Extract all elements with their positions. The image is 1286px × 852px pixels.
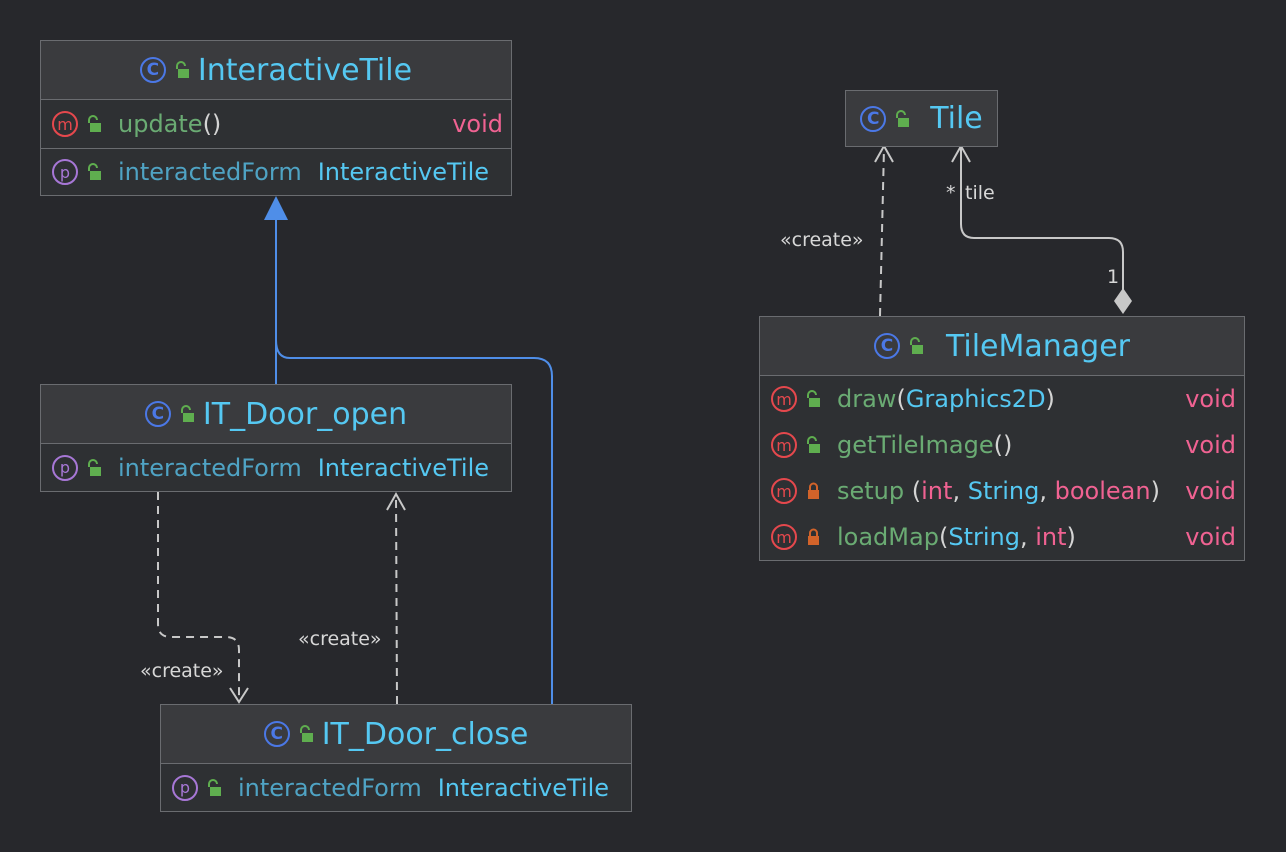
param-type: int bbox=[921, 477, 953, 505]
field-name: interactedForm bbox=[238, 773, 422, 802]
method-name: getTileImage bbox=[837, 431, 994, 459]
class-header: C InteractiveTile bbox=[41, 41, 511, 100]
manager-multiplicity: 1 bbox=[1107, 266, 1120, 288]
class-it-door-open[interactable]: C IT_Door_open p interactedForm Interact… bbox=[40, 384, 512, 492]
open-paren: ( bbox=[938, 523, 949, 551]
public-visibility-icon bbox=[807, 436, 820, 453]
create-label-close-to-open: «create» bbox=[298, 628, 382, 650]
return-type: void bbox=[452, 110, 503, 138]
field-type: InteractiveTile bbox=[437, 773, 610, 802]
create-label-tile: «create» bbox=[780, 229, 864, 251]
field-type: InteractiveTile bbox=[317, 453, 490, 482]
class-header: C Tile bbox=[846, 91, 997, 146]
class-name: Tile bbox=[930, 101, 983, 136]
private-visibility-icon bbox=[808, 482, 819, 499]
param-type: String bbox=[948, 523, 1020, 551]
field-name: interactedForm bbox=[118, 453, 302, 482]
create-edge-close-to-open bbox=[395, 495, 398, 705]
return-type: void bbox=[1185, 431, 1236, 459]
inheritance-arrowhead bbox=[264, 196, 288, 220]
class-icon: C bbox=[263, 721, 290, 747]
method-row-draw[interactable]: m draw(Graphics2D) void bbox=[760, 376, 1244, 422]
param-type: Graphics2D bbox=[905, 385, 1046, 413]
class-header: C TileManager bbox=[760, 317, 1244, 376]
param-type: int bbox=[1035, 523, 1067, 551]
field-row[interactable]: p interactedForm InteractiveTile bbox=[41, 148, 511, 195]
tile-multiplicity: * bbox=[946, 182, 956, 204]
comma: , bbox=[1019, 523, 1028, 551]
method-icon: m bbox=[771, 478, 797, 504]
public-visibility-icon bbox=[88, 458, 101, 476]
close-paren: ) bbox=[1150, 477, 1160, 505]
inheritance-edge-door-close bbox=[275, 339, 553, 704]
create-arrowhead-open-to-close bbox=[229, 687, 249, 704]
class-icon: C bbox=[139, 57, 166, 83]
method-row-load-map[interactable]: m loadMap(String, int) void bbox=[760, 514, 1244, 560]
class-icon: C bbox=[144, 401, 171, 427]
method-name: draw bbox=[837, 385, 897, 413]
method-icon: m bbox=[771, 432, 797, 458]
private-visibility-icon bbox=[808, 528, 819, 545]
method-name: update bbox=[118, 110, 203, 138]
method-params: () bbox=[993, 431, 1013, 459]
property-icon: p bbox=[172, 774, 198, 801]
field-type: InteractiveTile bbox=[317, 158, 490, 186]
public-visibility-icon bbox=[807, 390, 820, 407]
comma: , bbox=[952, 477, 961, 505]
return-type: void bbox=[1185, 477, 1236, 505]
public-visibility-icon bbox=[299, 725, 313, 742]
property-icon: p bbox=[52, 159, 78, 185]
class-header: C IT_Door_close bbox=[161, 705, 631, 764]
open-paren: ( bbox=[896, 385, 906, 413]
close-paren: ) bbox=[1045, 385, 1055, 413]
public-visibility-icon bbox=[88, 163, 101, 180]
method-icon: m bbox=[52, 111, 78, 137]
class-icon: C bbox=[873, 333, 900, 359]
param-type: boolean bbox=[1054, 477, 1151, 505]
method-icon: m bbox=[771, 524, 797, 550]
class-name: TileManager bbox=[945, 328, 1131, 364]
method-row-get-tile-image[interactable]: m getTileImage() void bbox=[760, 422, 1244, 468]
public-visibility-icon bbox=[909, 337, 923, 354]
class-tile[interactable]: C Tile bbox=[845, 90, 998, 147]
class-header: C IT_Door_open bbox=[41, 385, 511, 444]
field-row[interactable]: p interactedForm InteractiveTile bbox=[161, 764, 631, 811]
comma: , bbox=[1039, 477, 1047, 505]
class-name: IT_Door_open bbox=[202, 396, 408, 432]
public-visibility-icon bbox=[896, 109, 910, 127]
composition-edge-tile bbox=[960, 148, 1124, 292]
close-paren: ) bbox=[1066, 523, 1076, 551]
field-name: interactedForm bbox=[118, 158, 302, 186]
public-visibility-icon bbox=[88, 115, 101, 132]
create-arrowhead-close-to-open bbox=[386, 491, 406, 511]
method-row-setup[interactable]: m setup (int, String, boolean) void bbox=[760, 468, 1244, 514]
return-type: void bbox=[1185, 385, 1236, 413]
method-row[interactable]: m update() void bbox=[41, 100, 511, 148]
create-edge-manager-to-tile bbox=[879, 147, 885, 317]
field-row[interactable]: p interactedForm InteractiveTile bbox=[41, 444, 511, 491]
public-visibility-icon bbox=[175, 61, 189, 78]
method-icon: m bbox=[771, 386, 797, 412]
tile-role-label: tile bbox=[965, 182, 995, 204]
open-paren: ( bbox=[911, 477, 922, 505]
property-icon: p bbox=[52, 454, 78, 481]
class-interactive-tile[interactable]: C InteractiveTile m update() void p inte… bbox=[40, 40, 512, 196]
class-name: IT_Door_close bbox=[321, 716, 529, 752]
public-visibility-icon bbox=[208, 778, 221, 796]
return-type: void bbox=[1185, 523, 1236, 551]
class-tile-manager[interactable]: C TileManager m draw(Graphics2D) void m … bbox=[759, 316, 1245, 561]
class-icon: C bbox=[860, 105, 887, 132]
param-type: String bbox=[967, 477, 1040, 505]
composition-diamond bbox=[1114, 288, 1132, 314]
public-visibility-icon bbox=[180, 405, 194, 422]
method-params: () bbox=[202, 110, 222, 138]
create-label-open-to-close: «create» bbox=[140, 660, 224, 682]
method-name: setup bbox=[837, 477, 905, 505]
class-name: InteractiveTile bbox=[197, 52, 413, 88]
class-it-door-close[interactable]: C IT_Door_close p interactedForm Interac… bbox=[160, 704, 632, 812]
method-name: loadMap bbox=[837, 523, 939, 551]
